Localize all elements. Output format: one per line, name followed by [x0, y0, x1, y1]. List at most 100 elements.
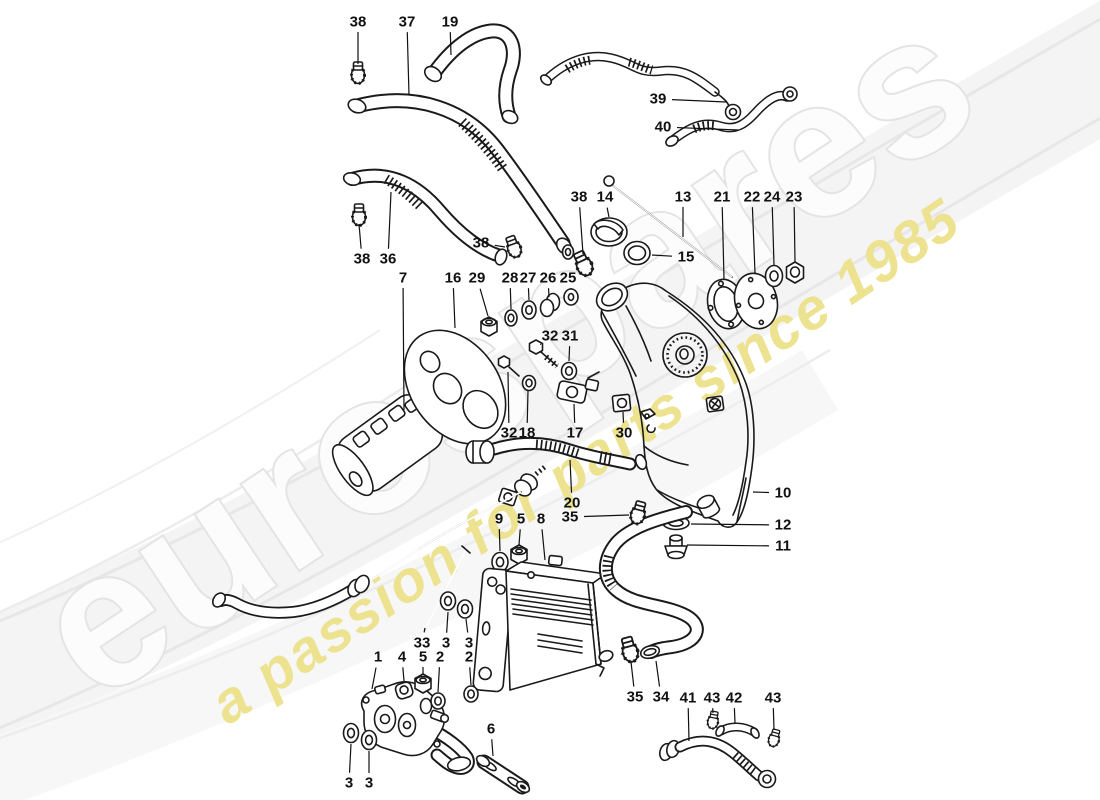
callout-28: 28: [502, 270, 519, 287]
callout-35: 35: [627, 689, 644, 706]
hose-19-drawing: [423, 23, 521, 125]
bolt-32-drawing: [528, 339, 559, 369]
leader-line-8: [541, 529, 546, 561]
nut-23-drawing: [785, 261, 805, 284]
callout-12: 12: [775, 517, 792, 534]
callout-3: 3: [442, 635, 450, 652]
bolt-32-small-drawing: [497, 355, 520, 377]
callout-5: 5: [419, 649, 427, 666]
leader-line-36: [387, 191, 392, 249]
leader-line-7: [402, 288, 405, 411]
small-ring-drawing: [561, 244, 575, 260]
callout-21: 21: [714, 189, 731, 206]
leader-line-32: [507, 371, 510, 423]
bolt-plate-30-icon: [611, 393, 656, 434]
callout-8: 8: [537, 511, 545, 528]
suction-line-drawing: [211, 464, 548, 619]
ring-3-drawing: [342, 591, 474, 751]
plate-22-drawing: [733, 272, 779, 330]
callout-35: 35: [562, 509, 579, 526]
stud-33-drawing: [424, 545, 471, 630]
leader-line-1: [371, 667, 377, 690]
oil-filter-7-drawing: [331, 394, 444, 497]
leader-line-38: [494, 244, 506, 248]
callout-40: 40: [655, 119, 672, 136]
callout-3: 3: [365, 775, 373, 792]
callout-43: 43: [765, 690, 782, 707]
filler-cap-14-drawing: [590, 217, 628, 247]
leader-line-19: [449, 32, 452, 56]
callout-10: 10: [775, 485, 792, 502]
leader-line-6: [491, 739, 494, 757]
flange-16-drawing: [403, 329, 507, 445]
callout-42: 42: [726, 690, 743, 707]
nut-18-drawing: [521, 374, 537, 392]
ring-2-drawing: [430, 685, 479, 710]
leader-line-17: [573, 403, 576, 423]
callout-15: 15: [678, 249, 695, 266]
callout-20: 20: [564, 495, 581, 512]
callout-13: 13: [675, 189, 692, 206]
leader-line-3: [465, 618, 469, 633]
callout-27: 27: [520, 270, 537, 287]
callout-9: 9: [495, 511, 503, 528]
callout-39: 39: [650, 91, 667, 108]
wing-screw-icon: [705, 395, 725, 413]
leader-line-18: [526, 390, 529, 423]
oil-tank-10-drawing: [595, 282, 755, 528]
callout-36: 36: [380, 251, 397, 268]
leader-line-31: [568, 346, 571, 362]
seal-ring-15-drawing: [623, 240, 651, 266]
callout-32: 32: [501, 425, 518, 442]
leader-line-23: [793, 207, 796, 263]
leader-line-15: [651, 254, 673, 257]
leader-line-10: [752, 491, 770, 494]
hose-40-drawing: [665, 86, 798, 147]
leader-line-5: [518, 529, 521, 546]
leader-line-3: [446, 611, 449, 633]
callout-3: 3: [465, 635, 473, 652]
callout-11: 11: [775, 538, 791, 555]
callout-24: 24: [764, 189, 781, 206]
callout-33: 33: [414, 635, 431, 652]
callout-2: 2: [436, 649, 444, 666]
dipstick-13-drawing: [603, 175, 733, 278]
callout-19: 19: [442, 14, 459, 31]
leader-line-24: [771, 207, 775, 266]
nut-5a-drawing: [414, 673, 432, 694]
leader-line-37: [406, 32, 410, 96]
callout-29: 29: [469, 270, 486, 287]
callout-38: 38: [354, 251, 371, 268]
washer-27-drawing: [521, 300, 537, 320]
callout-37: 37: [399, 14, 416, 31]
hose-20-drawing: [465, 436, 637, 471]
callout-34: 34: [653, 689, 670, 706]
hose-41-drawing: [659, 735, 777, 789]
washer-24-drawing: [764, 264, 784, 288]
leader-line-21: [721, 207, 725, 280]
leader-line-35: [630, 661, 635, 687]
leader-line-9: [498, 529, 501, 552]
clamp-43-icon: [705, 709, 721, 731]
callout-26: 26: [540, 270, 557, 287]
plate-4-drawing: [394, 681, 414, 700]
leader-line-12: [690, 523, 770, 526]
callout-18: 18: [519, 425, 536, 442]
leader-line-40: [676, 126, 739, 131]
bracket-17-drawing: [556, 371, 600, 404]
hose-36-drawing: [342, 168, 508, 266]
callout-14: 14: [597, 189, 614, 206]
callout-3: 3: [345, 775, 353, 792]
leader-line-42: [733, 708, 736, 724]
leader-line-27: [527, 288, 530, 301]
washer-28-drawing: [504, 309, 518, 327]
tube-6-drawing: [475, 754, 531, 795]
leader-line-32: [539, 343, 542, 346]
callout-1: 1: [374, 649, 382, 666]
nut-5-drawing: [510, 544, 528, 565]
leader-line-4: [402, 667, 405, 682]
clamp-38-icon: [351, 202, 367, 227]
